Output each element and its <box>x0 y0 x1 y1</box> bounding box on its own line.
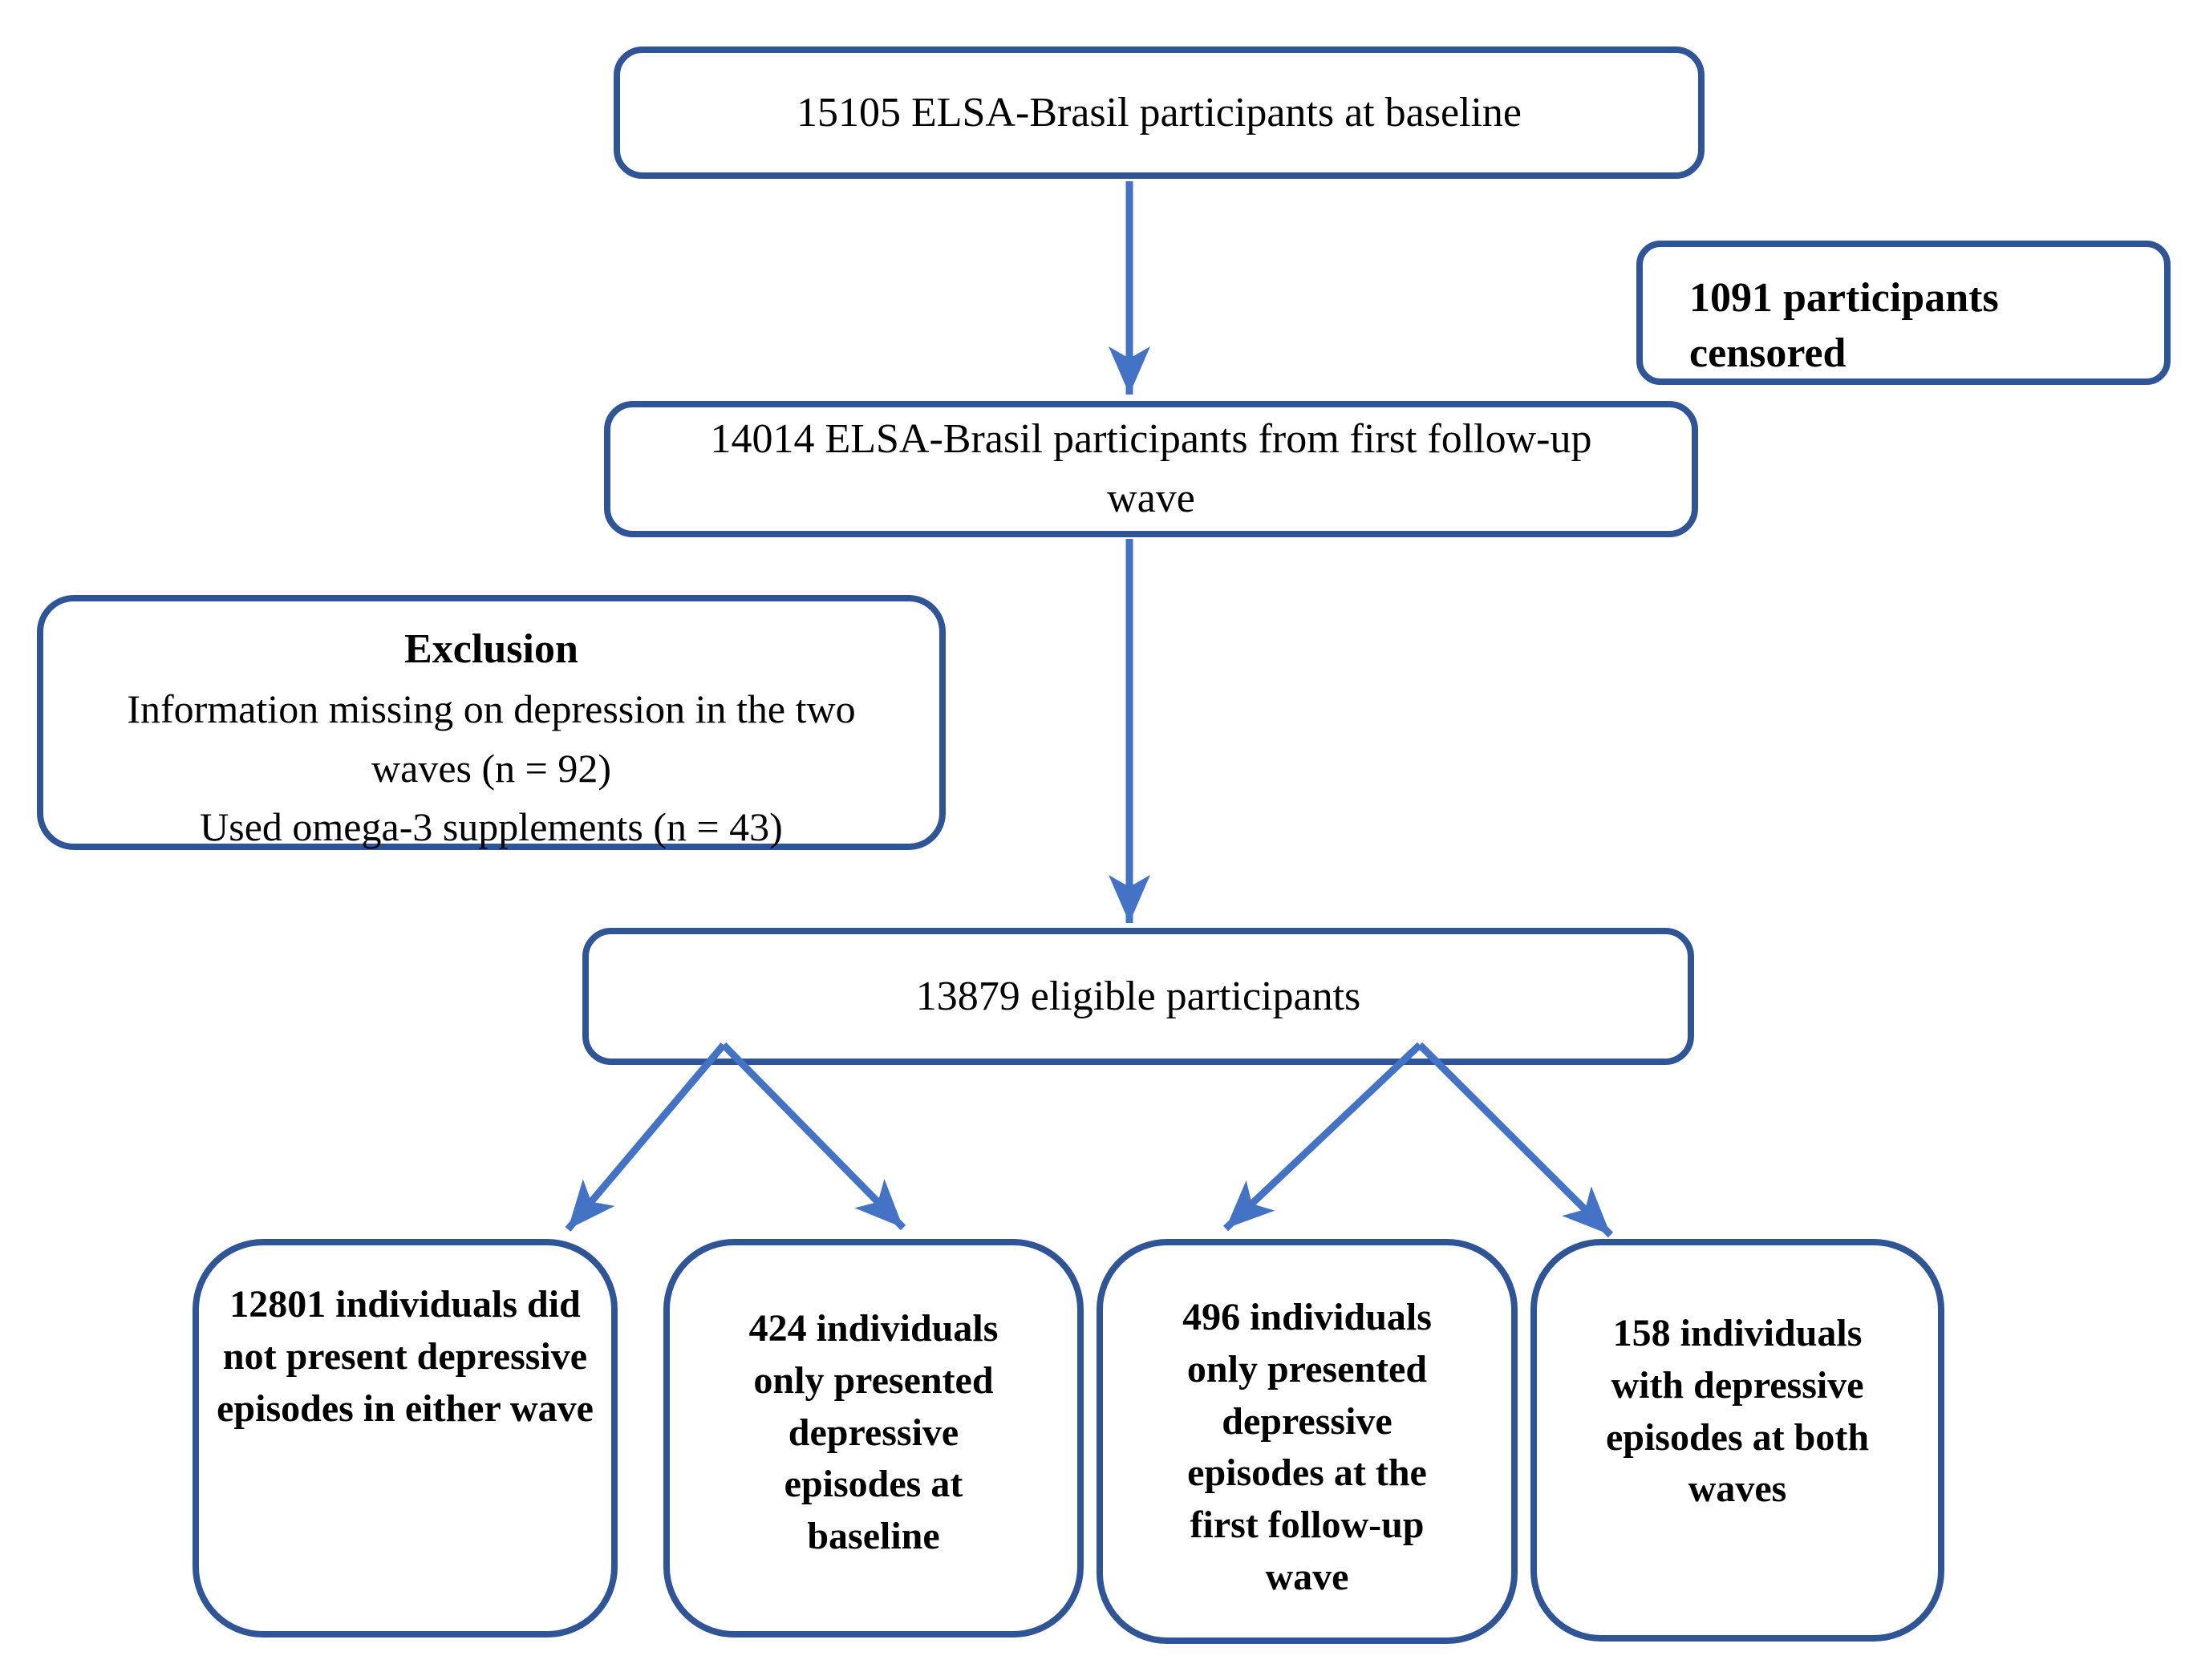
box-exclusion: Exclusion Information missing on depress… <box>37 595 946 850</box>
arrow-eligible-to-outcome-both <box>1417 1042 1614 1238</box>
exclusion-reason-omega3: Used omega-3 supplements (n = 43) <box>200 804 783 850</box>
box-censored-participants: 1091 participants censored <box>1636 241 2171 385</box>
arrow-eligible-to-outcome-followup <box>1222 1042 1423 1232</box>
box-outcome-both-waves: 158 individuals with depressive episodes… <box>1530 1239 1944 1642</box>
box-baseline-text: 15105 ELSA-Brasil participants at baseli… <box>796 90 1522 136</box>
box-outcome-baseline-only: 424 individuals only presented depressiv… <box>663 1239 1084 1637</box>
exclusion-reason-missing-data: Information missing on depression in the… <box>127 686 856 791</box>
arrow-eligible-to-outcome-none <box>565 1042 727 1232</box>
box-censored-text: 1091 participants censored <box>1689 275 1999 376</box>
box-eligible-text: 13879 eligible participants <box>915 974 1361 1019</box>
box-outcome-followup-only: 496 individuals only presented depressiv… <box>1097 1239 1518 1644</box>
arrow-eligible-to-outcome-baseline <box>720 1042 906 1231</box>
box-eligible-participants: 13879 eligible participants <box>582 928 1694 1065</box>
box-followup-text: 14014 ELSA-Brasil participants from firs… <box>710 416 1592 521</box>
exclusion-title: Exclusion <box>404 626 578 672</box>
box-followup-participants: 14014 ELSA-Brasil participants from firs… <box>604 401 1698 537</box>
box-outcome-no-depression-text: 12801 individuals did not present depres… <box>217 1283 594 1430</box>
box-outcome-no-depression: 12801 individuals did not present depres… <box>193 1239 618 1637</box>
box-outcome-both-waves-text: 158 individuals with depressive episodes… <box>1605 1312 1870 1511</box>
box-baseline-participants: 15105 ELSA-Brasil participants at baseli… <box>614 47 1705 179</box>
box-outcome-followup-only-text: 496 individuals only presented depressiv… <box>1182 1296 1432 1598</box>
box-outcome-baseline-only-text: 424 individuals only presented depressiv… <box>748 1307 999 1558</box>
